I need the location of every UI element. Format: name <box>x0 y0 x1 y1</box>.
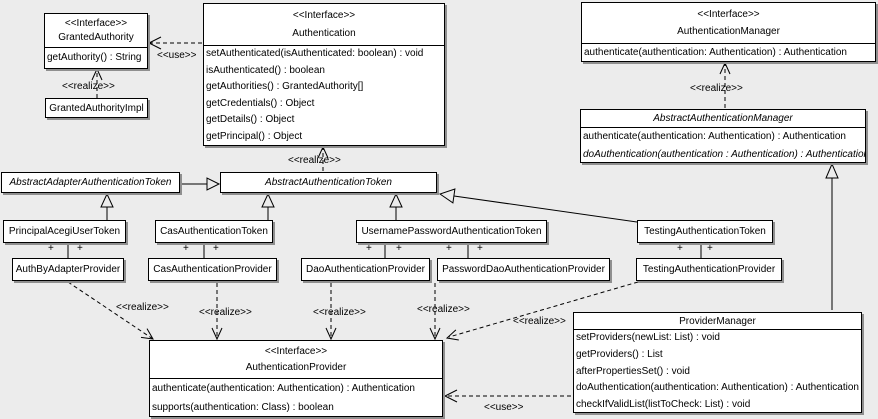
class-abstract-adapter-authentication-token[interactable]: AbstractAdapterAuthenticationToken <box>1 172 180 193</box>
class-abstract-authentication-token[interactable]: AbstractAuthenticationToken <box>220 172 437 193</box>
class-name: PasswordDaoAuthenticationProvider <box>442 264 605 275</box>
generalization-principal-token-to-adapter-token <box>100 192 114 220</box>
class-name: DaoAuthenticationProvider <box>306 264 425 275</box>
realize-stereotype-label: <<realize>> <box>690 83 743 94</box>
method: authenticate(authentication: Authenticat… <box>152 383 415 394</box>
method: setAuthenticated(isAuthenticated: boolea… <box>206 48 424 59</box>
method-list: getAuthority() : String <box>45 48 147 68</box>
realize-stereotype-label: <<realize>> <box>62 81 115 92</box>
method: supports(authentication: Class) : boolea… <box>152 402 334 413</box>
class-header: <<Interface>> GrantedAuthority <box>45 14 147 48</box>
class-authentication[interactable]: <<Interface>> Authentication setAuthenti… <box>203 3 445 146</box>
class-authentication-provider[interactable]: <<Interface>> AuthenticationProvider aut… <box>149 340 443 417</box>
method: getAuthority() : String <box>47 52 142 63</box>
realize-stereotype-label: <<realize>> <box>417 304 470 315</box>
generalization-adapter-token-to-abstract-token <box>181 177 221 191</box>
class-name: AuthenticationManager <box>677 26 780 37</box>
class-name: AbstractAuthenticationToken <box>265 177 392 188</box>
method-list: authenticate(authentication: Authenticat… <box>582 44 875 61</box>
realize-stereotype-label: <<realize>> <box>313 307 366 318</box>
use-authentication-to-granted-authority <box>147 36 202 50</box>
method: getAuthorities() : GrantedAuthority[] <box>206 81 364 92</box>
class-granted-authority-impl[interactable]: GrantedAuthorityImpl <box>45 98 148 118</box>
class-name: TestingAuthenticationProvider <box>642 264 776 275</box>
class-name: UsernamePasswordAuthenticationToken <box>361 226 542 237</box>
class-cas-authentication-provider[interactable]: CasAuthenticationProvider <box>148 258 277 281</box>
class-testing-authentication-token[interactable]: TestingAuthenticationToken <box>637 220 773 243</box>
method: doAuthentication(authentication : Authen… <box>583 148 866 160</box>
method: getCredentials() : Object <box>206 97 315 109</box>
class-name: AuthByAdapterProvider <box>15 264 121 275</box>
class-header: AbstractAuthenticationManager <box>581 110 865 128</box>
class-name: GrantedAuthority <box>58 32 134 44</box>
class-abstract-authentication-manager[interactable]: AbstractAuthenticationManager authentica… <box>580 109 866 163</box>
method: getPrincipal() : Object <box>206 130 303 142</box>
realize-stereotype-label: <<realize>> <box>199 307 252 318</box>
stereotype-label: <<Interface>> <box>697 9 760 20</box>
method: setProviders(newList: List) : void <box>576 332 720 343</box>
class-username-password-authentication-token[interactable]: UsernamePasswordAuthenticationToken <box>356 220 547 243</box>
association-end-plus: + <box>77 243 83 254</box>
generalization-cas-token-to-abstract-token <box>261 192 275 220</box>
association-end-plus: + <box>477 243 483 254</box>
generalization-testing-token-to-abstract-token <box>438 188 638 223</box>
realize-stereotype-label: <<realize>> <box>513 316 566 327</box>
method: checkIfValidList(listToCheck: List) : vo… <box>576 399 751 411</box>
method: isAuthenticated() : boolean <box>206 64 325 76</box>
class-name: AbstractAuthenticationManager <box>653 113 793 124</box>
class-name: Authentication <box>292 27 356 39</box>
use-stereotype-label: <<use>> <box>484 402 524 413</box>
method: getDetails() : Object <box>206 114 295 125</box>
association-end-plus: + <box>366 243 372 254</box>
method: doAuthentication(authentication: Authent… <box>576 382 859 394</box>
class-name: GrantedAuthorityImpl <box>49 102 144 114</box>
association-end-plus: + <box>183 243 189 254</box>
stereotype-label: <<Interface>> <box>264 346 328 357</box>
use-provider-manager-to-authentication-provider <box>443 389 571 403</box>
association-end-plus: + <box>48 243 54 254</box>
class-auth-by-adapter-provider[interactable]: AuthByAdapterProvider <box>12 258 124 281</box>
association-end-plus: + <box>677 243 683 254</box>
method: getProviders() : List <box>576 348 663 360</box>
class-authentication-manager[interactable]: <<Interface>> AuthenticationManager auth… <box>581 2 876 62</box>
stereotype-label: <<Interface>> <box>64 17 128 29</box>
class-granted-authority[interactable]: <<Interface>> GrantedAuthority getAuthor… <box>44 13 148 69</box>
method-list: setProviders(newList: List) : void getPr… <box>574 330 861 414</box>
class-header: <<Interface>> AuthenticationManager <box>582 3 875 44</box>
class-name: AbstractAdapterAuthenticationToken <box>9 177 172 188</box>
method: afterPropertiesSet() : void <box>576 365 690 377</box>
method-list: authenticate(authentication: Authenticat… <box>581 128 866 162</box>
use-stereotype-label: <<use>> <box>157 50 197 61</box>
class-principal-acegi-user-token[interactable]: PrincipalAcegiUserToken <box>3 220 126 243</box>
class-password-dao-authentication-provider[interactable]: PasswordDaoAuthenticationProvider <box>437 258 610 281</box>
class-name: CasAuthenticationProvider <box>153 264 272 275</box>
generalization-provider-manager-to-abstract-manager <box>825 162 839 310</box>
association-end-plus: + <box>707 243 713 254</box>
realize-stereotype-label: <<realize>> <box>116 302 169 313</box>
realize-stereotype-label: <<realize>> <box>288 155 341 166</box>
class-testing-authentication-provider[interactable]: TestingAuthenticationProvider <box>636 258 782 281</box>
method: authenticate(authentication: Authenticat… <box>584 47 847 58</box>
stereotype-label: <<Interface>> <box>292 10 356 22</box>
method-list: setAuthenticated(isAuthenticated: boolea… <box>204 46 444 145</box>
association-end-plus: + <box>446 243 452 254</box>
method-list: authenticate(authentication: Authenticat… <box>150 379 442 417</box>
association-end-plus: + <box>396 243 402 254</box>
method: authenticate(authentication: Authenticat… <box>583 131 846 142</box>
class-name: ProviderManager <box>679 315 756 327</box>
generalization-username-token-to-abstract-token <box>389 192 403 220</box>
class-cas-authentication-token[interactable]: CasAuthenticationToken <box>155 220 273 243</box>
class-header: <<Interface>> Authentication <box>204 4 444 46</box>
class-name: CasAuthenticationToken <box>160 226 268 237</box>
class-name: PrincipalAcegiUserToken <box>8 226 121 237</box>
class-header: ProviderManager <box>574 313 861 330</box>
class-name: TestingAuthenticationToken <box>644 226 766 237</box>
association-end-plus: + <box>213 243 219 254</box>
class-header: <<Interface>> AuthenticationProvider <box>150 341 442 379</box>
class-name: AuthenticationProvider <box>245 362 347 373</box>
class-dao-authentication-provider[interactable]: DaoAuthenticationProvider <box>301 258 430 281</box>
class-provider-manager[interactable]: ProviderManager setProviders(newList: Li… <box>573 312 862 413</box>
